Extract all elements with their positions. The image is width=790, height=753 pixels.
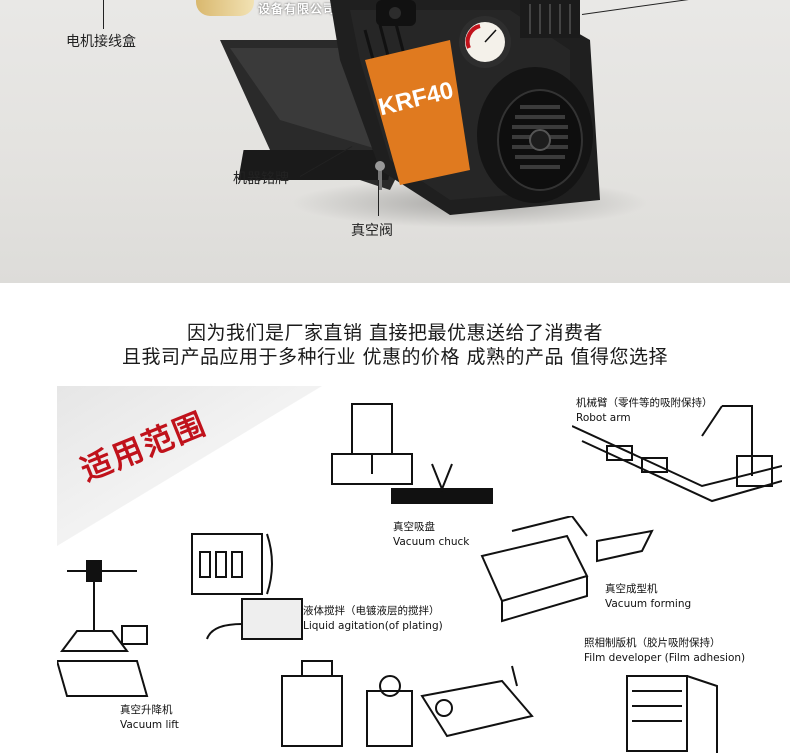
brand-logo (196, 0, 254, 16)
vacuum-pump-image: KRF40 (220, 0, 600, 215)
robot-arm-sketch (572, 405, 782, 503)
leader-line-vacuum-valve (378, 180, 379, 216)
leader-line-junction-box (103, 0, 104, 29)
callout-nameplate: 机器铭牌 (233, 171, 289, 187)
brand-company-text: 设备有限公司 (258, 2, 337, 16)
app-vacuum-forming-en: Vacuum forming (605, 598, 692, 610)
app-robot-arm-label: 机械臂（零件等的吸附保持） Robot arm (576, 396, 713, 426)
product-photo-section: 设备有限公司 KRF40 (0, 0, 790, 283)
app-vacuum-chuck-label: 真空吸盘 Vacuum chuck (393, 520, 469, 550)
liquid-agitation-sketch (191, 533, 303, 640)
callout-vacuum-valve: 真空阀 (351, 223, 393, 239)
app-film-developer-label: 照相制版机（胶片吸附保持） Film developer (Film adhes… (584, 636, 745, 666)
applications-section: 适用范围 机械臂（零件等的吸附保持） Robot arm 真空吸盘 Vacuum… (57, 386, 790, 753)
slogan-line-1: 因为我们是厂家直销 直接把最优惠送给了消费者 (186, 322, 604, 344)
app-film-developer-en: Film developer (Film adhesion) (584, 652, 746, 664)
app-liquid-agitation-en: Liquid agitation(of plating) (303, 620, 443, 632)
app-liquid-agitation-label: 液体搅拌（电镀液层的搅拌） Liquid agitation(of platin… (303, 604, 443, 634)
app-vacuum-lift-label: 真空升降机 Vacuum lift (120, 703, 179, 733)
app-vacuum-forming-label: 真空成型机 Vacuum forming (605, 582, 691, 612)
app-vacuum-lift-zh: 真空升降机 (120, 704, 173, 716)
vacuum-forming-sketch (480, 516, 654, 623)
callout-junction-box: 电机接线盒 (66, 34, 136, 50)
app-vacuum-forming-zh: 真空成型机 (605, 583, 658, 595)
app-robot-arm-en: Robot arm (576, 412, 631, 424)
app-vacuum-chuck-en: Vacuum chuck (393, 536, 470, 548)
printing-press-sketch (281, 660, 534, 747)
film-developer-sketch (626, 675, 718, 753)
slogan-line-2: 且我司产品应用于多种行业 优惠的价格 成熟的产品 值得您选择 (121, 346, 669, 368)
app-liquid-agitation-zh: 液体搅拌（电镀液层的搅拌） (303, 605, 440, 617)
applications-background (57, 386, 322, 546)
app-film-developer-zh: 照相制版机（胶片吸附保持） (584, 637, 721, 649)
app-vacuum-chuck-zh: 真空吸盘 (393, 521, 435, 533)
vacuum-lift-sketch (57, 560, 149, 697)
app-robot-arm-zh: 机械臂（零件等的吸附保持） (576, 397, 713, 409)
brand-header: 设备有限公司 (196, 0, 356, 18)
app-vacuum-lift-en: Vacuum lift (120, 719, 179, 731)
vacuum-chuck-sketch (331, 403, 493, 504)
